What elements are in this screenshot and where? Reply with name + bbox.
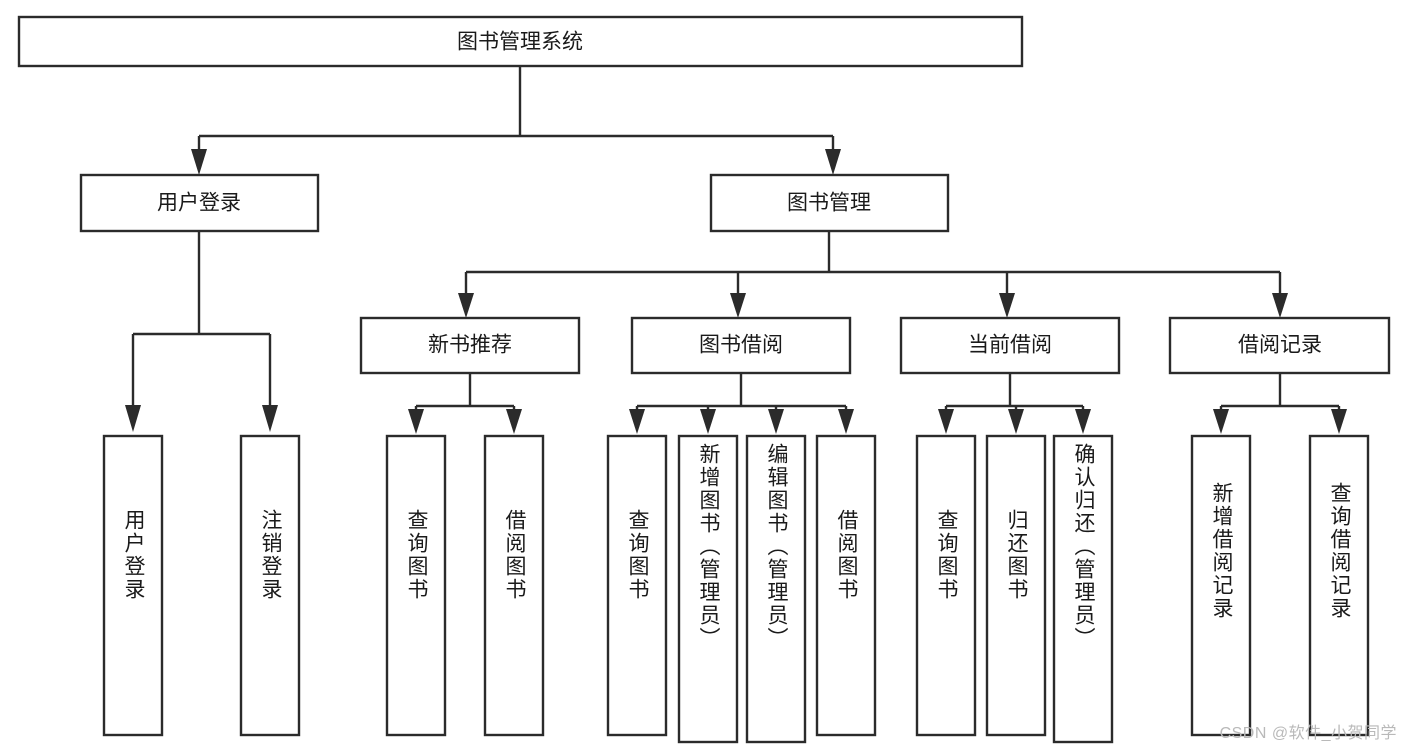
arrow-head-icon [1008,409,1024,434]
arrow-head-icon [768,409,784,434]
leaf-box-query-book-2[interactable] [606,434,668,737]
node-user-login-box [79,173,320,233]
arrow-head-icon [458,293,474,318]
connector-book-management-to-level3 [458,231,1288,318]
leaf-box-edit-book-admin[interactable] [745,434,807,744]
leaf-box-add-book-admin[interactable] [677,434,739,744]
leaf-box-query-borrow-record[interactable] [1308,434,1370,737]
connector-borrow-record-to-leaves [1213,373,1347,434]
arrow-head-icon [999,293,1015,318]
node-user-login-label: 用户登录 [157,192,241,215]
arrow-head-icon [506,409,522,434]
csdn-watermark: CSDN @软件_小贺同学 [1219,725,1397,742]
leaf-box-query-book-1[interactable] [385,434,447,737]
node-book-borrow[interactable]: 图书借阅 [630,316,852,375]
connector-current-borrow-to-leaves [938,373,1091,434]
node-root-box [17,15,1024,68]
arrow-head-icon [191,149,207,175]
node-root[interactable]: 图书管理系统 [17,15,1024,68]
arrow-head-icon [700,409,716,434]
arrow-head-icon [629,409,645,434]
leaf-box-logout[interactable] [239,434,301,737]
arrow-head-icon [1331,409,1347,434]
arrow-head-icon [838,409,854,434]
node-new-book-recommend[interactable]: 新书推荐 [359,316,581,375]
connector-new-book-recommend-to-leaves [408,373,522,434]
node-book-management-label: 图书管理 [787,192,871,215]
leaf-box-return-book[interactable] [985,434,1047,737]
connector-user-login-to-leaves [125,231,278,432]
leaf-box-confirm-return-admin[interactable] [1052,434,1114,744]
leaf-box-add-borrow-record[interactable] [1190,434,1252,737]
node-book-borrow-label: 图书借阅 [699,334,783,357]
node-borrow-record[interactable]: 借阅记录 [1168,316,1391,375]
arrow-head-icon [408,409,424,434]
leaf-box-borrow-book-2[interactable] [815,434,877,737]
node-book-management[interactable]: 图书管理 [709,173,950,233]
connector-book-borrow-to-leaves [629,373,854,434]
node-current-borrow-box [899,316,1121,375]
node-borrow-record-label: 借阅记录 [1238,334,1322,357]
node-current-borrow-label: 当前借阅 [968,334,1052,357]
arrow-head-icon [1075,409,1091,434]
arrow-head-icon [1213,409,1229,434]
node-new-book-recommend-label: 新书推荐 [428,334,512,357]
connector-root-to-level2 [191,66,841,175]
arrow-head-icon [1272,293,1288,318]
node-new-book-recommend-box [359,316,581,375]
node-user-login[interactable]: 用户登录 [79,173,320,233]
arrow-head-icon [262,405,278,432]
arrow-head-icon [730,293,746,318]
leaf-box-user-login[interactable] [102,434,164,737]
leaf-box-borrow-book-1[interactable] [483,434,545,737]
node-root-label: 图书管理系统 [457,31,583,54]
arrow-head-icon [125,405,141,432]
arrow-head-icon [825,149,841,175]
arrow-head-icon [938,409,954,434]
node-current-borrow[interactable]: 当前借阅 [899,316,1121,375]
leaf-box-query-book-3[interactable] [915,434,977,737]
